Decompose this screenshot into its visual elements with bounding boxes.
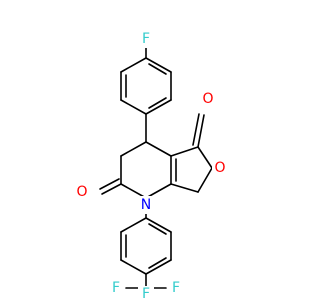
bond	[120, 259, 147, 275]
oxygen-atom: O	[212, 159, 228, 177]
bond	[145, 141, 172, 157]
atom-label-o-ketone-right: O	[202, 91, 213, 107]
fluorine-atom: F	[138, 30, 154, 48]
molecule-structure: F O O O N F F F	[74, 30, 228, 300]
bond	[120, 183, 147, 199]
bond	[120, 99, 147, 115]
bond	[148, 63, 167, 75]
bond	[197, 146, 213, 169]
nitrogen-atom: N	[138, 196, 154, 214]
bond	[170, 183, 199, 193]
fluorine-atom: F	[168, 279, 184, 297]
bonds	[99, 45, 213, 289]
atom-label-f-cf3-bottom: F	[142, 286, 150, 300]
bond	[145, 217, 172, 233]
atom-label-f-cf3-right: F	[172, 280, 180, 296]
bond	[145, 259, 172, 275]
bond	[197, 114, 205, 148]
bond	[145, 99, 172, 115]
bond	[148, 223, 167, 235]
bond	[170, 146, 199, 157]
bond	[120, 141, 147, 157]
bond	[145, 57, 172, 73]
atom-labels: F O O O N F F F	[74, 30, 228, 300]
bond	[148, 257, 167, 269]
atom-label-o-ring: O	[214, 160, 225, 176]
bond	[101, 183, 122, 195]
bond	[197, 167, 213, 193]
bond	[192, 113, 200, 146]
bond	[99, 178, 120, 190]
atom-label-o-amide-left: O	[76, 184, 87, 200]
fluorine-atom: F	[108, 279, 124, 297]
bond	[120, 217, 147, 233]
bond	[120, 57, 147, 73]
fluorine-atom: F	[138, 286, 154, 300]
oxygen-atom: O	[74, 183, 90, 201]
atom-label-n-ring: N	[141, 197, 151, 213]
atom-label-f-top: F	[142, 31, 150, 47]
bond	[148, 97, 167, 109]
atom-label-f-cf3-left: F	[112, 280, 120, 296]
oxygen-atom: O	[200, 90, 216, 108]
bond	[145, 183, 172, 199]
